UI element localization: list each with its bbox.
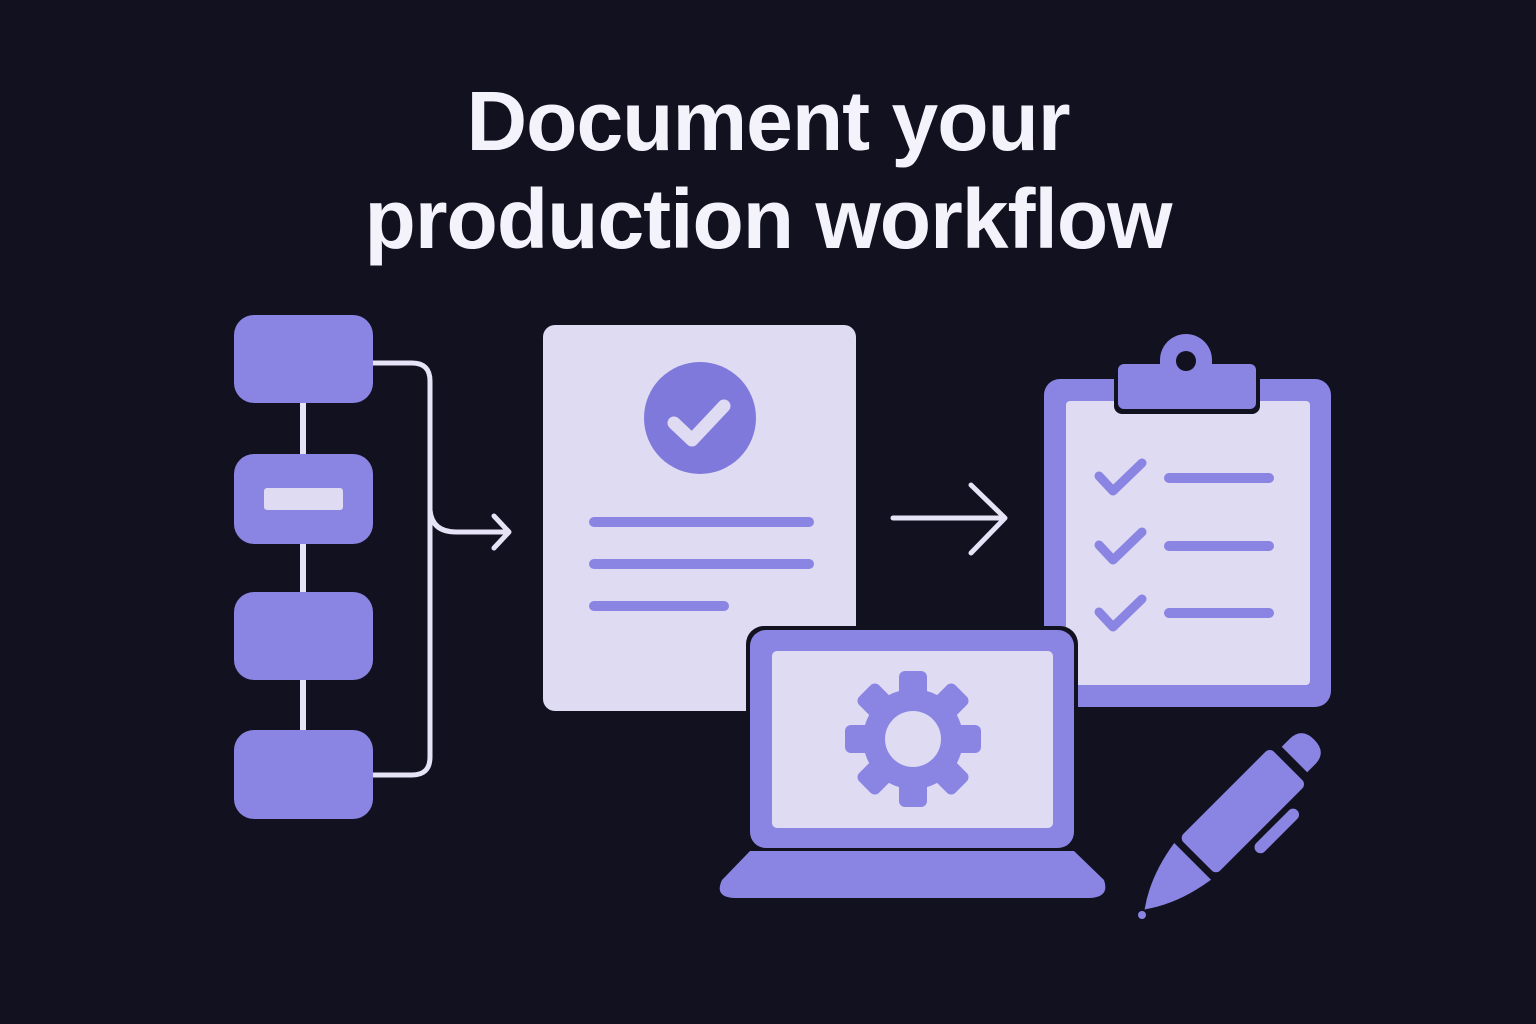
- pen-icon: [1138, 733, 1321, 919]
- flow-node-1: [234, 315, 373, 403]
- flowchart-icon: [234, 315, 512, 819]
- document-check-icon: [543, 325, 856, 711]
- arrow-right-icon: [890, 482, 1008, 556]
- title-line-2: production workflow: [364, 172, 1173, 266]
- flow-node-4: [234, 730, 373, 819]
- laptop-gear-icon: [719, 626, 1106, 898]
- page-title: Document your production workflow: [0, 72, 1536, 268]
- flow-node-3: [234, 592, 373, 680]
- title-line-1: Document your: [466, 74, 1070, 168]
- clipboard-checklist-icon: [1044, 334, 1331, 707]
